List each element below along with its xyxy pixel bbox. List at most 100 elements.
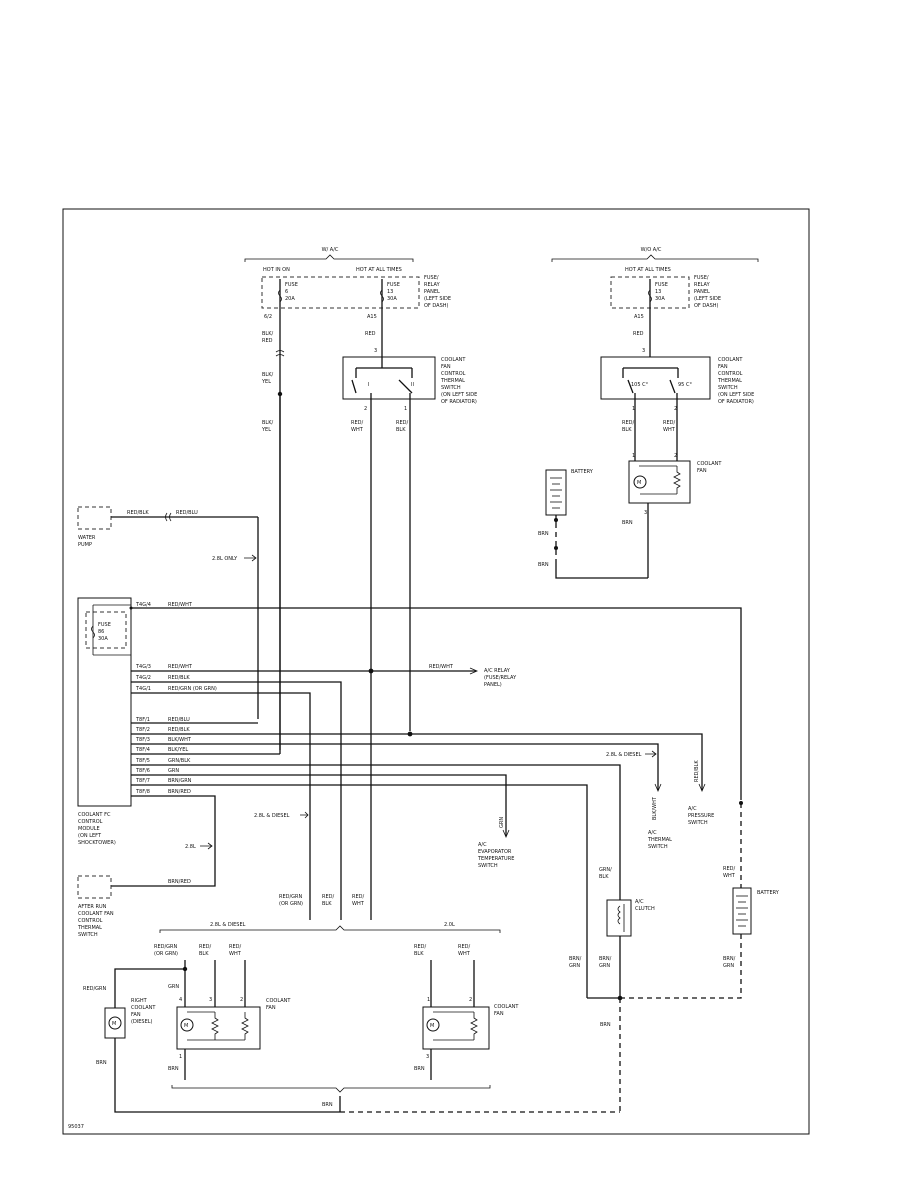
panel-l5: OF DASH) [424, 303, 449, 309]
middle-labels: RED/WHT A/C RELAY (FUSE/RELAY PANEL) 2.8… [185, 664, 714, 869]
right-battery: BATTERY BRN BRN [538, 469, 594, 568]
pin-t8f6: T8F/6 [135, 768, 150, 774]
lsw-redblk-l1: RED/ [396, 420, 408, 426]
rfd-l1: RIGHT [131, 998, 148, 1004]
temp-105: 105 C° [631, 382, 649, 388]
lb-redblk-l2: BLK [199, 951, 209, 957]
fuse6-l2: 6 [285, 289, 288, 295]
pin-t4g1: T4G/1 [135, 686, 151, 692]
water-pump: WATER PUMP RED/BLK RED/BLU 2.8L ONLY [77, 506, 259, 719]
lb-redgrn-l2: (OR GRN) [154, 951, 178, 957]
fuse6-l3: 20A [285, 296, 295, 302]
pin-t4g3: T4G/3 [135, 664, 151, 670]
bus-redblk-l2: BLK [322, 901, 332, 907]
sw-ii: II [411, 382, 414, 388]
r-panel-l5: OF DASH) [694, 303, 719, 309]
clutch-brngrn-l1: BRN/ [599, 956, 612, 962]
rsw-l4: THERMAL [717, 378, 742, 384]
bat-brngrn-l2: GRN [723, 963, 734, 969]
ref-number: 95037 [68, 1124, 84, 1130]
lsw-l2: FAN [441, 364, 451, 370]
rb-l2: FAN [494, 1011, 504, 1017]
ac-thermal-l2: THERMAL [647, 837, 672, 843]
r-panel-l3: PANEL [694, 289, 710, 295]
wo-ac-label: W/O A/C [641, 247, 662, 253]
r-panel-l1: FUSE/ [694, 275, 709, 281]
wire-t8f8: BRN/RED [168, 789, 191, 795]
clutch-grnblk-l2: BLK [599, 874, 609, 880]
left-thermal-switch: RED 3 I II COOLANT FAN CONTROL THERMAL S… [342, 312, 477, 920]
pin-t8f8: T8F/8 [135, 789, 150, 795]
ac-thermal-l1: A/C [648, 830, 657, 836]
wire-t8f5: GRN/BLK [168, 758, 191, 764]
bottom-bracket: 2.8L & DIESEL 2.0L [159, 922, 501, 1093]
rfan-pin3: 3 [644, 510, 647, 516]
diesel-28-a: 2.8L & DIESEL [606, 752, 642, 758]
lsw-l5: SWITCH [441, 385, 461, 391]
lsw-redblk-l2: BLK [396, 427, 406, 433]
blk-yel2-l1: BLK/ [262, 420, 273, 426]
bus-redblk-l1: RED/ [322, 894, 334, 900]
lsw-l3: CONTROL [441, 371, 466, 377]
mid-red-wht: RED/WHT [429, 664, 454, 670]
gnd-brngrn-l2: GRN [569, 963, 580, 969]
lsw-l4: THERMAL [440, 378, 465, 384]
rfan-pin1: 1 [632, 453, 635, 459]
r-pin3: 3 [642, 348, 645, 354]
grn-vert: GRN [499, 817, 505, 828]
left-fuse-panel: HOT IN ON HOT AT ALL TIMES FUSE 6 20A FU… [261, 267, 451, 320]
wp-l2: PUMP [78, 542, 92, 548]
clutch-grnblk-l1: GRN/ [599, 867, 612, 873]
evap-l4: SWITCH [478, 863, 498, 869]
lsw-redwht-l1: RED/ [351, 420, 363, 426]
rsw-l2: FAN [718, 364, 728, 370]
rfan-l1: COOLANT [697, 461, 722, 467]
bottom-brn: BRN [322, 1102, 333, 1108]
rfd-l3: FAN [131, 1012, 141, 1018]
rfan-l2: FAN [697, 468, 707, 474]
diagram-frame [62, 208, 810, 1135]
blk-yel1-l1: BLK/ [262, 372, 273, 378]
ar-l1: AFTER RUN [78, 904, 107, 910]
diesel-28-b: 2.8L & DIESEL [254, 813, 290, 819]
rsw-redblk-l2: BLK [622, 427, 632, 433]
bus-redgrn-l1: RED/GRN [279, 894, 303, 900]
panel-l4: (LEFT SIDE [424, 296, 451, 302]
evap-l3: TEMPERATURE [477, 856, 514, 862]
bottom-ground: BRN 95037 [68, 1096, 620, 1130]
rsw-l7: OF RADIATOR) [718, 399, 754, 405]
ac-press-l3: SWITCH [688, 820, 708, 826]
rsw-l6: (ON LEFT SIDE [718, 392, 754, 398]
wire-t4g2: RED/BLK [168, 675, 190, 681]
wire-t8f6: GRN [168, 768, 179, 774]
r-fuse-l1: FUSE [655, 282, 668, 288]
r-hot-all-times: HOT AT ALL TIMES [625, 267, 671, 273]
fuse6-l1: FUSE [285, 282, 298, 288]
ground-chain: BRN/ GRN BRN [569, 956, 623, 1112]
panel-l2: RELAY [424, 282, 441, 288]
ar-l3: CONTROL [78, 918, 103, 924]
left-bottom-fans: RED/GRN (OR GRN) RED/ BLK RED/ WHT RED/G… [83, 944, 340, 1113]
rsw-redwht-l1: RED/ [663, 420, 675, 426]
mod-fuse-l2: 86 [98, 629, 104, 635]
rsw-l3: CONTROL [718, 371, 743, 377]
r-bat-brn1: BRN [538, 531, 549, 537]
wire-t8f7: BRN/GRN [168, 778, 192, 784]
blk-red-l2: RED [262, 338, 273, 344]
rb-redblk-l2: BLK [414, 951, 424, 957]
bat-redwht-l1: RED/ [723, 866, 735, 872]
rb-motor: M [430, 1023, 434, 1029]
term-a15: A15 [367, 314, 377, 320]
pin-t8f2: T8F/2 [135, 727, 150, 733]
lb-redgrn-l1: RED/GRN [154, 944, 178, 950]
fuse13-l2: 13 [387, 289, 393, 295]
rsw-redwht-l2: WHT [663, 427, 676, 433]
rsw-l1: COOLANT [718, 357, 743, 363]
gnd-brn: BRN [600, 1022, 611, 1028]
rb-redwht-l1: RED/ [458, 944, 470, 950]
blk-yel2-l2: YEL [261, 427, 271, 433]
temp-95: 95 C° [678, 382, 692, 388]
r-bat-brn2: BRN [538, 562, 549, 568]
wire-t4g1: RED/GRN (OR GRN) [168, 686, 217, 692]
